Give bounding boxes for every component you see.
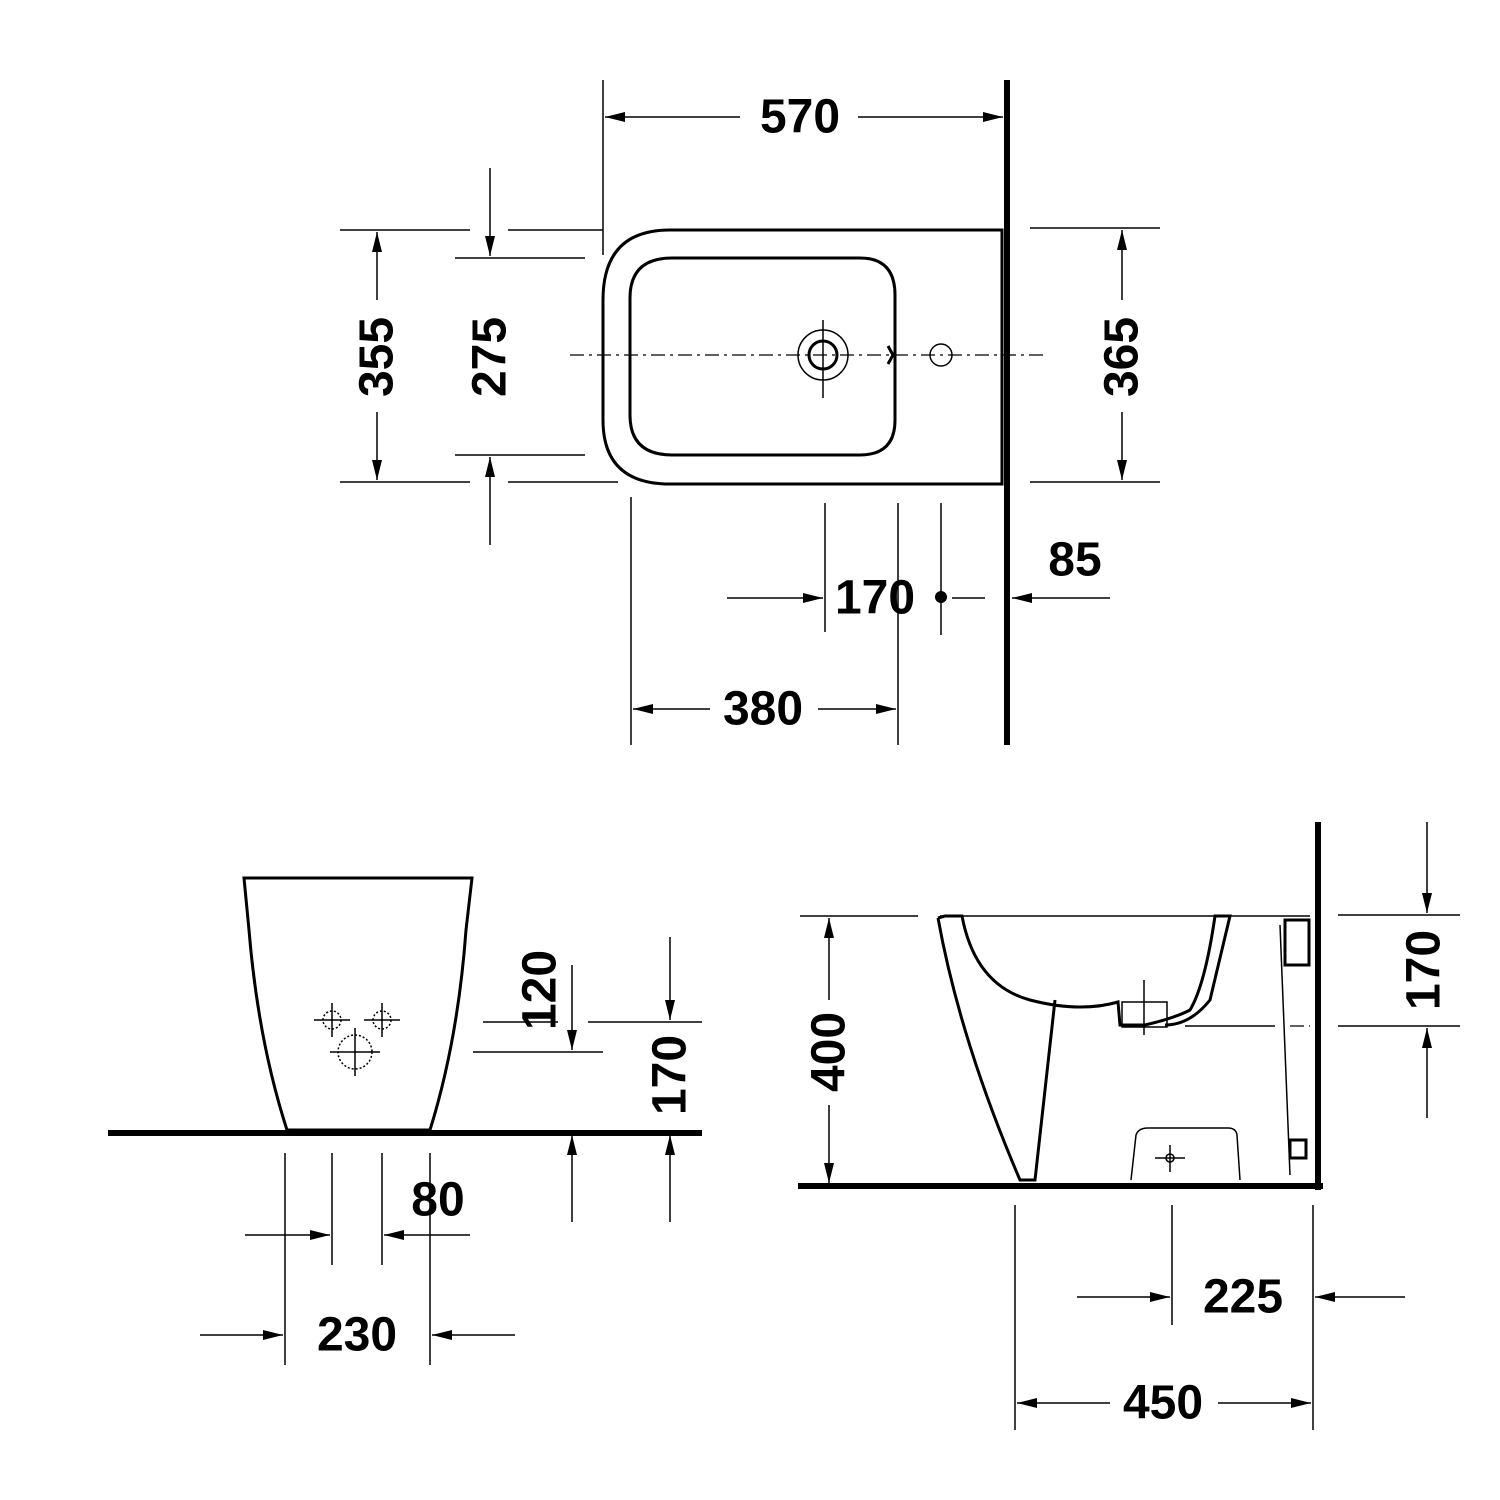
dim-230: 230: [317, 1309, 397, 1362]
front-shell-section: [936, 917, 1057, 1182]
dim-365: 365: [1096, 317, 1149, 397]
connection-symbols-icon: [314, 1003, 400, 1076]
dim-85: 85: [1048, 534, 1101, 587]
bidet-outline-top: [601, 228, 1004, 486]
dim-120: 120: [514, 950, 567, 1030]
dim-80: 80: [411, 1174, 464, 1227]
dim-355: 355: [351, 317, 404, 397]
dim-450: 450: [1123, 1377, 1203, 1430]
overflow-hole-icon: [929, 343, 953, 367]
bowl-outline-top: [628, 256, 897, 457]
foot-cutout: [1130, 1127, 1241, 1181]
dim-225: 225: [1203, 1271, 1283, 1324]
bidet-front-outline: [242, 876, 474, 1132]
dim-570: 570: [760, 91, 840, 144]
dim-170-side: 170: [1398, 930, 1451, 1010]
hole-dot: [935, 591, 947, 603]
dim-170-top: 170: [835, 572, 915, 625]
top-view: 570 355 275 365 170 85 380: [340, 80, 1160, 745]
dim-400: 400: [803, 1012, 856, 1092]
fixing-point-icon: [1155, 1145, 1185, 1172]
side-view: 400 170 225 450: [798, 822, 1460, 1430]
bowl-section: [937, 914, 1232, 1027]
wall-bracket-bottom: [1288, 1138, 1308, 1160]
front-view: 120 170 80 230: [108, 876, 702, 1365]
tap-hole-icon: [797, 320, 849, 398]
overflow-mark: [886, 345, 895, 365]
wall-bracket-top: [1283, 918, 1311, 967]
dim-170-front: 170: [644, 1035, 697, 1115]
dim-380: 380: [723, 683, 803, 736]
dim-275: 275: [464, 317, 517, 397]
